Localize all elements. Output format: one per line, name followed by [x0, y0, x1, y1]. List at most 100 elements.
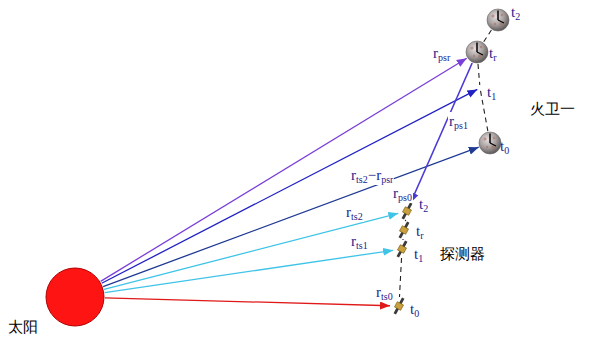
trajectory-line [478, 64, 480, 85]
text-run: − [368, 167, 376, 183]
symbol-main: r [433, 45, 438, 61]
moon-mark [497, 11, 499, 21]
symbol-subscript: r [493, 52, 496, 63]
moon-disc [466, 41, 488, 63]
moon-crater [491, 14, 494, 17]
moon-disc [479, 132, 501, 154]
moon-mark [490, 143, 496, 146]
moon-crater [480, 46, 483, 49]
symbol-main: r [393, 185, 398, 201]
solar-panel [399, 221, 410, 238]
probe-bus [395, 302, 404, 311]
probe-shape [395, 221, 413, 239]
trajectory-line [402, 239, 403, 240]
symbol-main: t [410, 301, 414, 317]
probe-body [400, 201, 415, 220]
time-label: t0 [500, 137, 509, 156]
symbol-main: t [416, 223, 420, 239]
moon-icon: t2 [486, 8, 510, 32]
moon-icon: t0 [478, 131, 502, 155]
moon-shape [486, 8, 510, 32]
symbol-subscript: 1 [418, 253, 423, 264]
trajectory-line [399, 258, 401, 297]
symbol-subscript: 1 [491, 91, 496, 102]
time-label: t1 [414, 245, 423, 264]
moon-mark [489, 134, 491, 144]
probe-body [397, 220, 412, 239]
time-label: t0 [410, 300, 419, 319]
symbol-subscript: ts0 [381, 291, 393, 302]
symbol-main: r [351, 233, 356, 249]
vector-label: rpsr [432, 44, 451, 63]
probe-body [395, 239, 410, 258]
solar-panel [394, 297, 405, 314]
moon-crater [501, 14, 504, 17]
probe-bus [403, 207, 412, 216]
moon-icon: tr [465, 40, 489, 64]
symbol-subscript: psr [438, 52, 450, 63]
symbol-subscript: ts2 [351, 211, 363, 222]
symbol-subscript: ps0 [398, 192, 412, 203]
probe-bus [398, 245, 407, 254]
sun-shape [45, 267, 105, 327]
body-label: 太阳 [8, 318, 38, 336]
moon-mark [477, 52, 483, 55]
probe-icon: t1 [393, 240, 411, 258]
vector-label: rts2−rpsr [350, 166, 394, 185]
moon-crater [486, 146, 488, 148]
symbol-main: t [487, 84, 491, 100]
sun-disc [46, 268, 104, 326]
position-vector [101, 58, 467, 281]
position-vector [105, 298, 390, 306]
text-run: 太阳 [8, 318, 38, 336]
time-label: tr [416, 222, 424, 241]
trajectory-line [481, 91, 488, 131]
time-label: t2 [511, 3, 520, 22]
probe-shape [398, 202, 416, 220]
moon-crater [473, 55, 475, 57]
time-label: t1 [487, 83, 496, 102]
probe-shape [393, 240, 411, 258]
point-shape [477, 85, 483, 91]
relative-vector [411, 63, 473, 203]
vector-label: rps0 [392, 184, 413, 203]
trajectory-line [405, 220, 406, 221]
moon-mark [498, 20, 504, 23]
symbol-main: r [449, 113, 454, 129]
position-vector [104, 213, 398, 289]
symbol-main: r [376, 284, 381, 300]
symbol-subscript: ts2 [356, 174, 368, 185]
vector-label: rts1 [350, 232, 369, 251]
moon-crater [483, 137, 486, 140]
vector-label: rts2 [345, 203, 364, 222]
position-vector [102, 89, 478, 283]
symbol-main: t [419, 196, 423, 212]
moon-shape [465, 40, 489, 64]
probe-body [392, 296, 407, 315]
probe-bus [400, 226, 409, 235]
group-label: 火卫一 [530, 100, 575, 118]
moon-disc [487, 9, 509, 31]
moon-position: t1 [477, 85, 483, 91]
symbol-subscript: r [420, 230, 423, 241]
symbol-subscript: 0 [414, 308, 419, 319]
solar-panel [402, 202, 413, 219]
probe-icon: t2 [398, 202, 416, 220]
time-label: t2 [419, 195, 428, 214]
moon-crater [493, 137, 496, 140]
symbol-subscript: 2 [515, 11, 520, 22]
symbol-main: t [489, 45, 493, 61]
symbol-main: r [376, 167, 381, 183]
time-label: tr [489, 44, 497, 63]
symbol-subscript: psr [381, 174, 393, 185]
symbol-subscript: ps1 [454, 120, 468, 131]
symbol-subscript: ts1 [356, 240, 368, 251]
solar-panel [397, 240, 408, 257]
symbol-subscript: 2 [423, 203, 428, 214]
moon-shape [478, 131, 502, 155]
symbol-main: r [351, 167, 356, 183]
sun-circle: 太阳 [45, 267, 105, 327]
symbol-main: t [414, 246, 418, 262]
position-vector [105, 250, 393, 292]
